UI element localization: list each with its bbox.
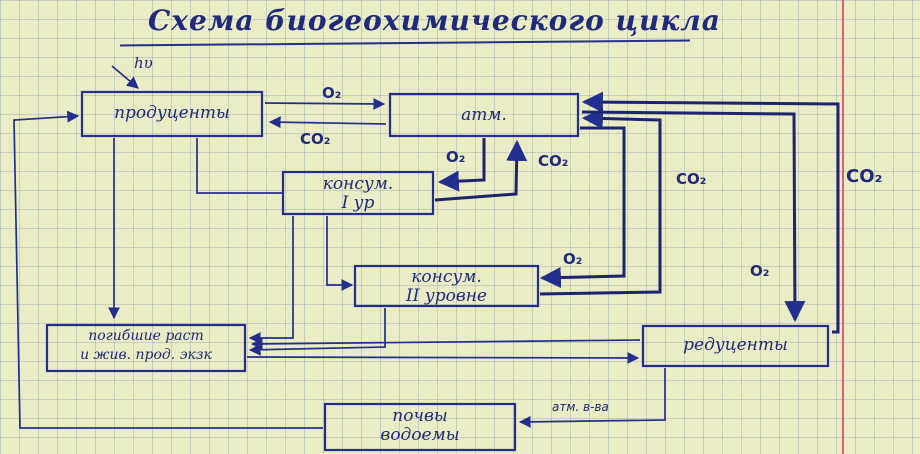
o2-arrow-atm-to-consumers1 (437, 138, 486, 192)
reducers-box (641, 324, 830, 368)
atmosphere-label: атм. (461, 105, 507, 125)
dead-to-reducers-arrow (246, 352, 640, 364)
consumers1-label-line1: консум. (322, 174, 394, 194)
co2-label-reducers: CO₂ (846, 166, 883, 187)
soil-water-label-line1: почвы (392, 406, 448, 426)
dead-matter-label: погибшие раст и жив. прод. экзк (47, 327, 245, 365)
consumers1-to-dead-arrow (248, 216, 294, 344)
producers-to-consumers1-line (196, 138, 282, 194)
consumers2-label: консум. II уровне (355, 268, 538, 306)
dead-matter-label-line2: и жив. прод. экзк (80, 347, 212, 363)
consumers1-label-line2: I ур (341, 193, 375, 213)
soil-to-producers-arrow (13, 110, 323, 429)
consumers1-to-consumers2-arrow (326, 216, 354, 291)
co2-arrow-reducers-to-atm (581, 91, 840, 334)
dead-matter-label-line1: погибшие раст (88, 328, 204, 344)
margin-line (842, 0, 844, 454)
consumers2-box (353, 264, 540, 308)
consumers2-to-dead-arrow (248, 308, 386, 356)
light-arrow (111, 65, 139, 89)
consumers2-label-line1: консум. (411, 267, 482, 287)
o2-label-consumers2: O₂ (563, 250, 583, 268)
consumers2-label-line2: II уровне (406, 286, 487, 306)
co2-label-main: CO₂ (300, 130, 331, 148)
consumers1-label: консум. I ур (283, 175, 433, 213)
co2-arrow-consumers1-to-atm (434, 139, 528, 202)
o2-label-reducers: O₂ (750, 262, 770, 280)
diagram-title: Схема биогеохимического цикла (148, 4, 721, 37)
consumers1-box (281, 170, 435, 216)
co2-label-consumers1: CO₂ (538, 152, 569, 170)
atm-substances-label: атм. в-ва (552, 400, 609, 414)
soil-water-label-line2: водоемы (380, 425, 460, 445)
o2-label-main: O₂ (322, 84, 342, 102)
co2-arrow-consumers2-to-atm (539, 108, 662, 296)
reducers-label: редуценты (683, 335, 788, 355)
producers-box (80, 90, 264, 138)
producers-label: продуценты (114, 103, 230, 123)
co2-arrow-atm-to-producers (268, 116, 387, 129)
dead-matter-box (45, 323, 247, 373)
light-energy-label: hυ (134, 54, 153, 72)
o2-arrow-atm-to-consumers2 (539, 126, 626, 289)
soil-water-label: почвы водоемы (325, 407, 515, 445)
reducers-to-soil-arrow (518, 368, 666, 428)
soil-water-box (323, 402, 517, 452)
co2-label-consumers2: CO₂ (676, 170, 707, 188)
reducers-to-dead-arrow (250, 337, 641, 350)
atmosphere-box (388, 92, 580, 138)
o2-arrow-producers-to-atm (264, 97, 386, 110)
o2-arrow-atm-to-reducers (581, 110, 806, 323)
o2-label-consumers1: O₂ (446, 148, 466, 166)
